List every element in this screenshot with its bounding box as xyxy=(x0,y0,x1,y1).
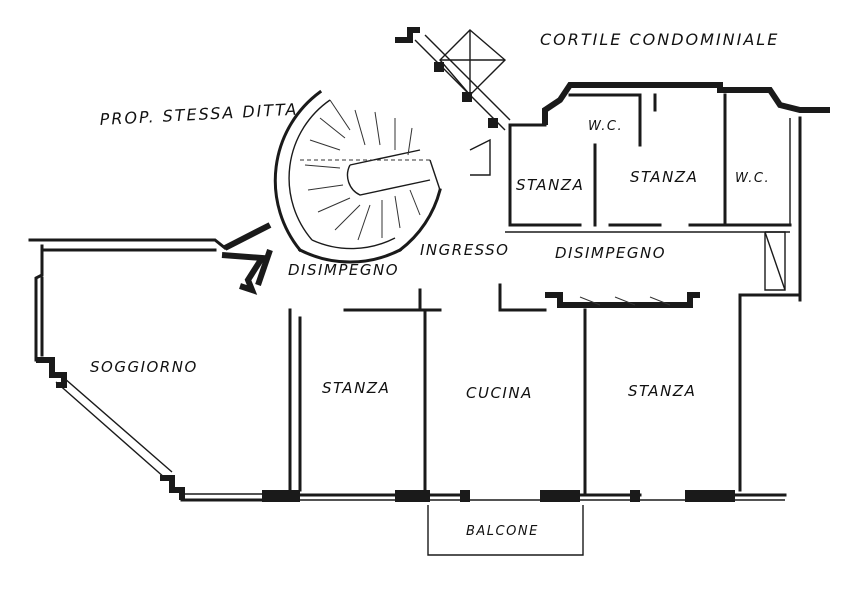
label-soggiorno: SOGGIORNO xyxy=(90,358,198,376)
label-stanza-top-left: STANZA xyxy=(516,176,584,194)
label-disimpegno-left: DISIMPEGNO xyxy=(288,261,399,279)
label-stanza-bottom-left: STANZA xyxy=(322,379,390,397)
label-balcone: BALCONE xyxy=(466,524,539,539)
label-courtyard: CORTILE CONDOMINIALE xyxy=(540,30,779,49)
label-stanza-bottom-right: STANZA xyxy=(628,382,696,400)
staircase xyxy=(273,89,442,264)
label-wc-right: W.C. xyxy=(735,171,770,186)
label-ingresso: INGRESSO xyxy=(420,241,509,259)
balcony-outline xyxy=(427,505,584,556)
label-neighbor: PROP. STESSA DITTA xyxy=(99,100,299,129)
label-disimpegno-right: DISIMPEGNO xyxy=(555,244,666,262)
lower-walls xyxy=(262,283,787,502)
label-stanza-top-mid: STANZA xyxy=(630,168,698,186)
stair-landing-walls xyxy=(221,222,273,295)
entrance-walls xyxy=(395,27,511,176)
label-wc-left: W.C. xyxy=(588,119,623,134)
top-right-walls xyxy=(505,82,830,302)
soggiorno-walls xyxy=(28,238,272,502)
label-cucina: CUCINA xyxy=(466,384,533,402)
